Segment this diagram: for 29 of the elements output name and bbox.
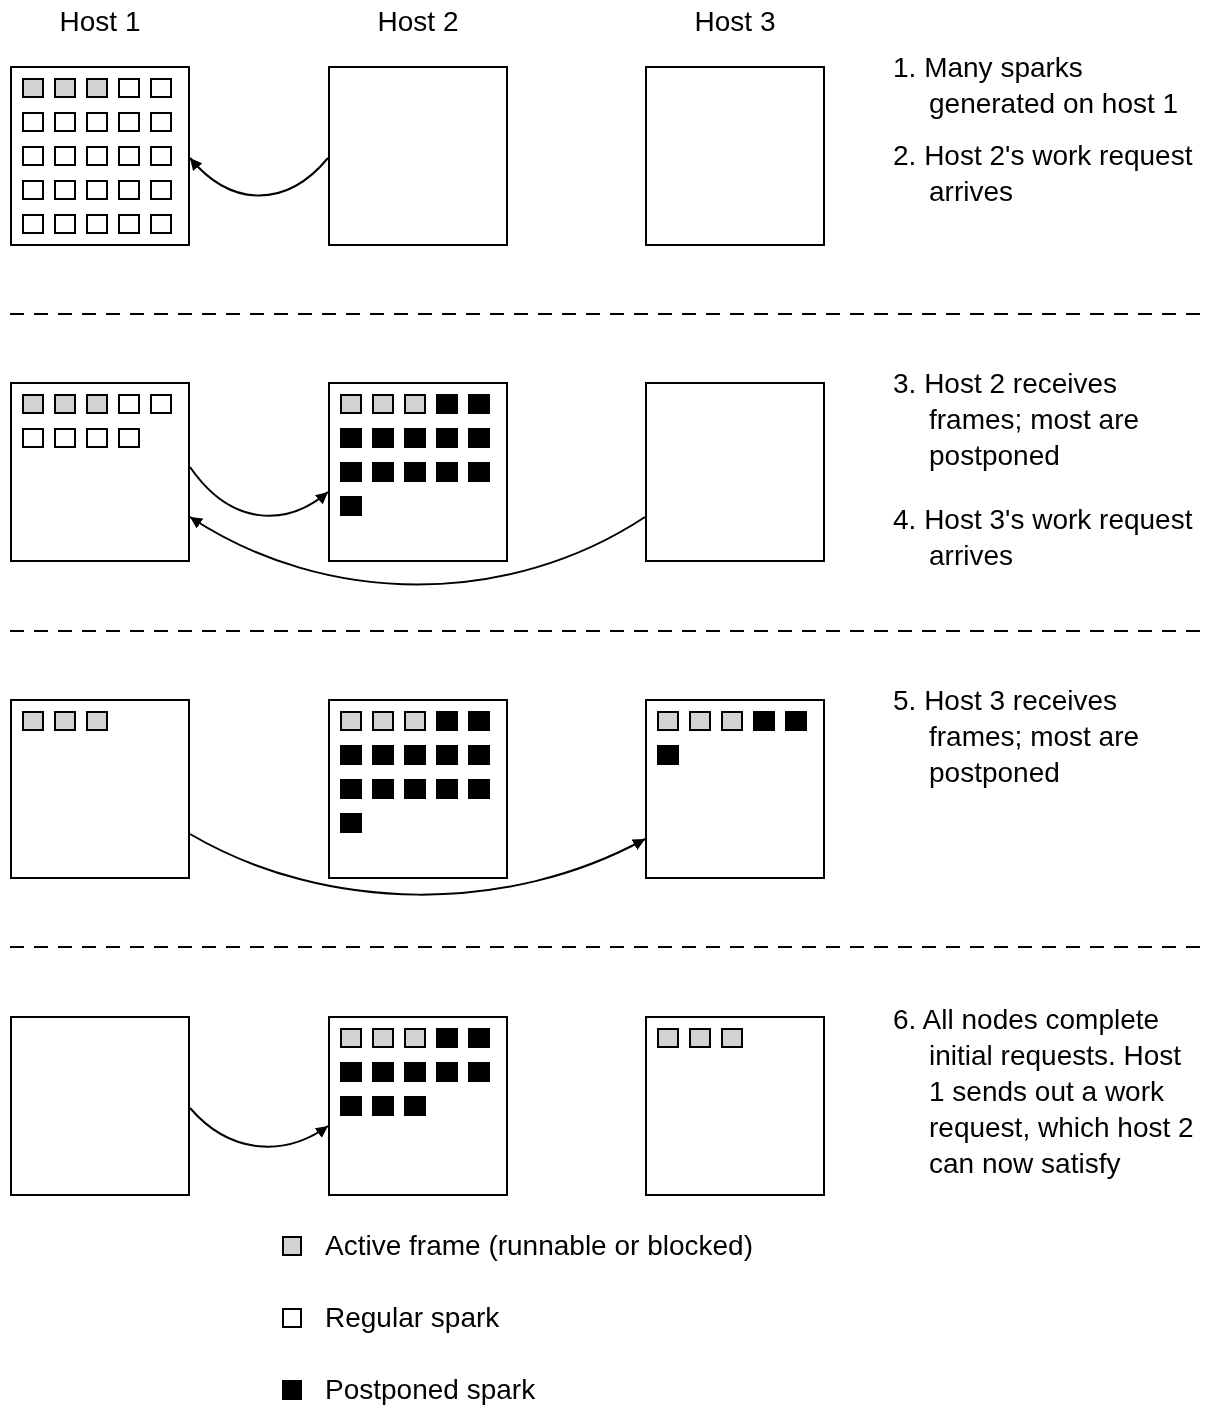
host-box [328, 1016, 508, 1196]
column-heading: Host 2 [376, 5, 460, 39]
step-note: 6. All nodes complete initial requests. Host 1 sends out a work request, which host 2 can now satisfy [893, 1003, 1195, 1181]
step-note: 4. Host 3's work request arrives [893, 503, 1194, 573]
legend-text: Regular spark [325, 1301, 500, 1335]
column-heading: Host 3 [693, 5, 777, 39]
arrow [189, 833, 646, 896]
host-box [10, 1016, 190, 1196]
arrow [189, 516, 646, 586]
column-heading: Host 1 [58, 5, 142, 39]
host-box [10, 382, 190, 562]
step-note: 2. Host 2's work request arrives [893, 139, 1194, 209]
legend-text: Postponed spark [325, 1373, 536, 1407]
arrow [189, 466, 329, 517]
legend-text: Active frame (runnable or blocked) [325, 1229, 753, 1263]
host-box [10, 66, 190, 246]
host-box [328, 382, 508, 562]
step-note: 3. Host 2 receives frames; most are postponed [893, 367, 1141, 473]
host-box [328, 699, 508, 879]
host-box [328, 66, 508, 246]
step-note: 1. Many sparks generated on host 1 [893, 51, 1180, 121]
step-note: 5. Host 3 receives frames; most are postponed [893, 684, 1141, 790]
host-box [10, 699, 190, 879]
arrow [189, 157, 329, 197]
host-box [645, 699, 825, 879]
arrow [189, 1107, 329, 1148]
host-box [645, 66, 825, 246]
host-box [645, 382, 825, 562]
host-box [645, 1016, 825, 1196]
